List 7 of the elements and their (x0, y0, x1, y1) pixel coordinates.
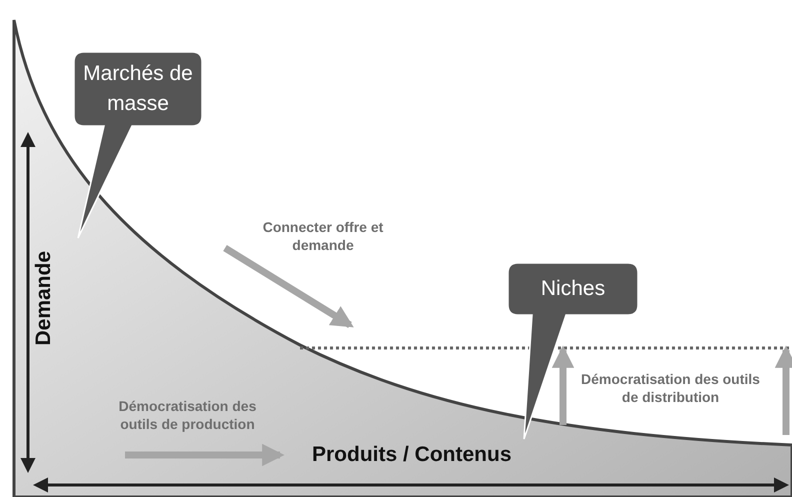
bubble-text: Niches (540, 276, 606, 302)
note-text: Connecter offre et demande (262, 218, 384, 254)
axis-label: Produits / Contenus (312, 443, 512, 467)
bubble-text: Marchés de masse (82, 61, 194, 117)
note-text: Démocratisation des outils de distribution (580, 370, 761, 406)
note-text: Démocratisation des outils de production (118, 397, 258, 433)
axis-label: Demande (32, 250, 56, 346)
